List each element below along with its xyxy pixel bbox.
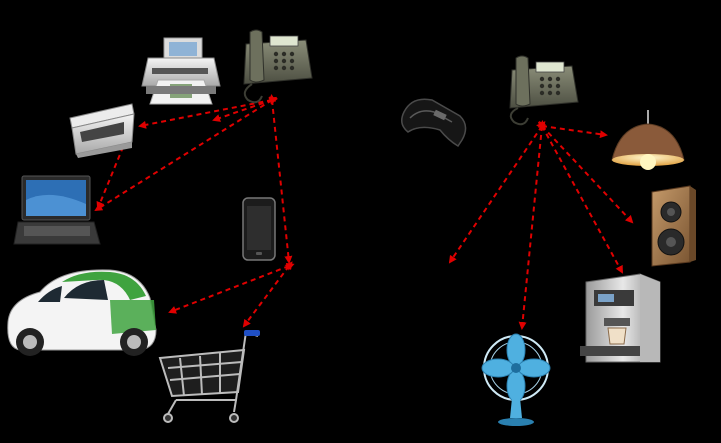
ceiling-lamp-icon	[611, 110, 685, 170]
scanner-icon	[69, 103, 135, 158]
wristband-icon	[401, 98, 467, 148]
arrow-phone-smartphone	[268, 94, 293, 264]
arrow-phone-printer	[212, 96, 278, 122]
arrow-phone-lamp	[536, 122, 608, 139]
right-cluster-connections	[448, 120, 634, 330]
telephone-icon-right	[509, 55, 579, 126]
left-cluster-connections	[94, 94, 295, 328]
arrow-smartphone-cart	[242, 261, 293, 328]
printer-icon	[141, 37, 221, 105]
speaker-icon	[651, 185, 696, 267]
shopping-cart-icon	[158, 330, 260, 423]
arrow-phone-wristband	[448, 121, 546, 264]
arrow-phone-coffee	[539, 120, 623, 274]
smartphone-icon	[242, 197, 276, 261]
telephone-icon	[243, 29, 313, 104]
desk-fan-icon	[481, 333, 551, 426]
laptop-icon	[13, 175, 101, 245]
arrow-phone-fan	[518, 120, 546, 330]
coffee-machine-icon	[580, 273, 661, 363]
electric-car-icon	[7, 269, 157, 356]
